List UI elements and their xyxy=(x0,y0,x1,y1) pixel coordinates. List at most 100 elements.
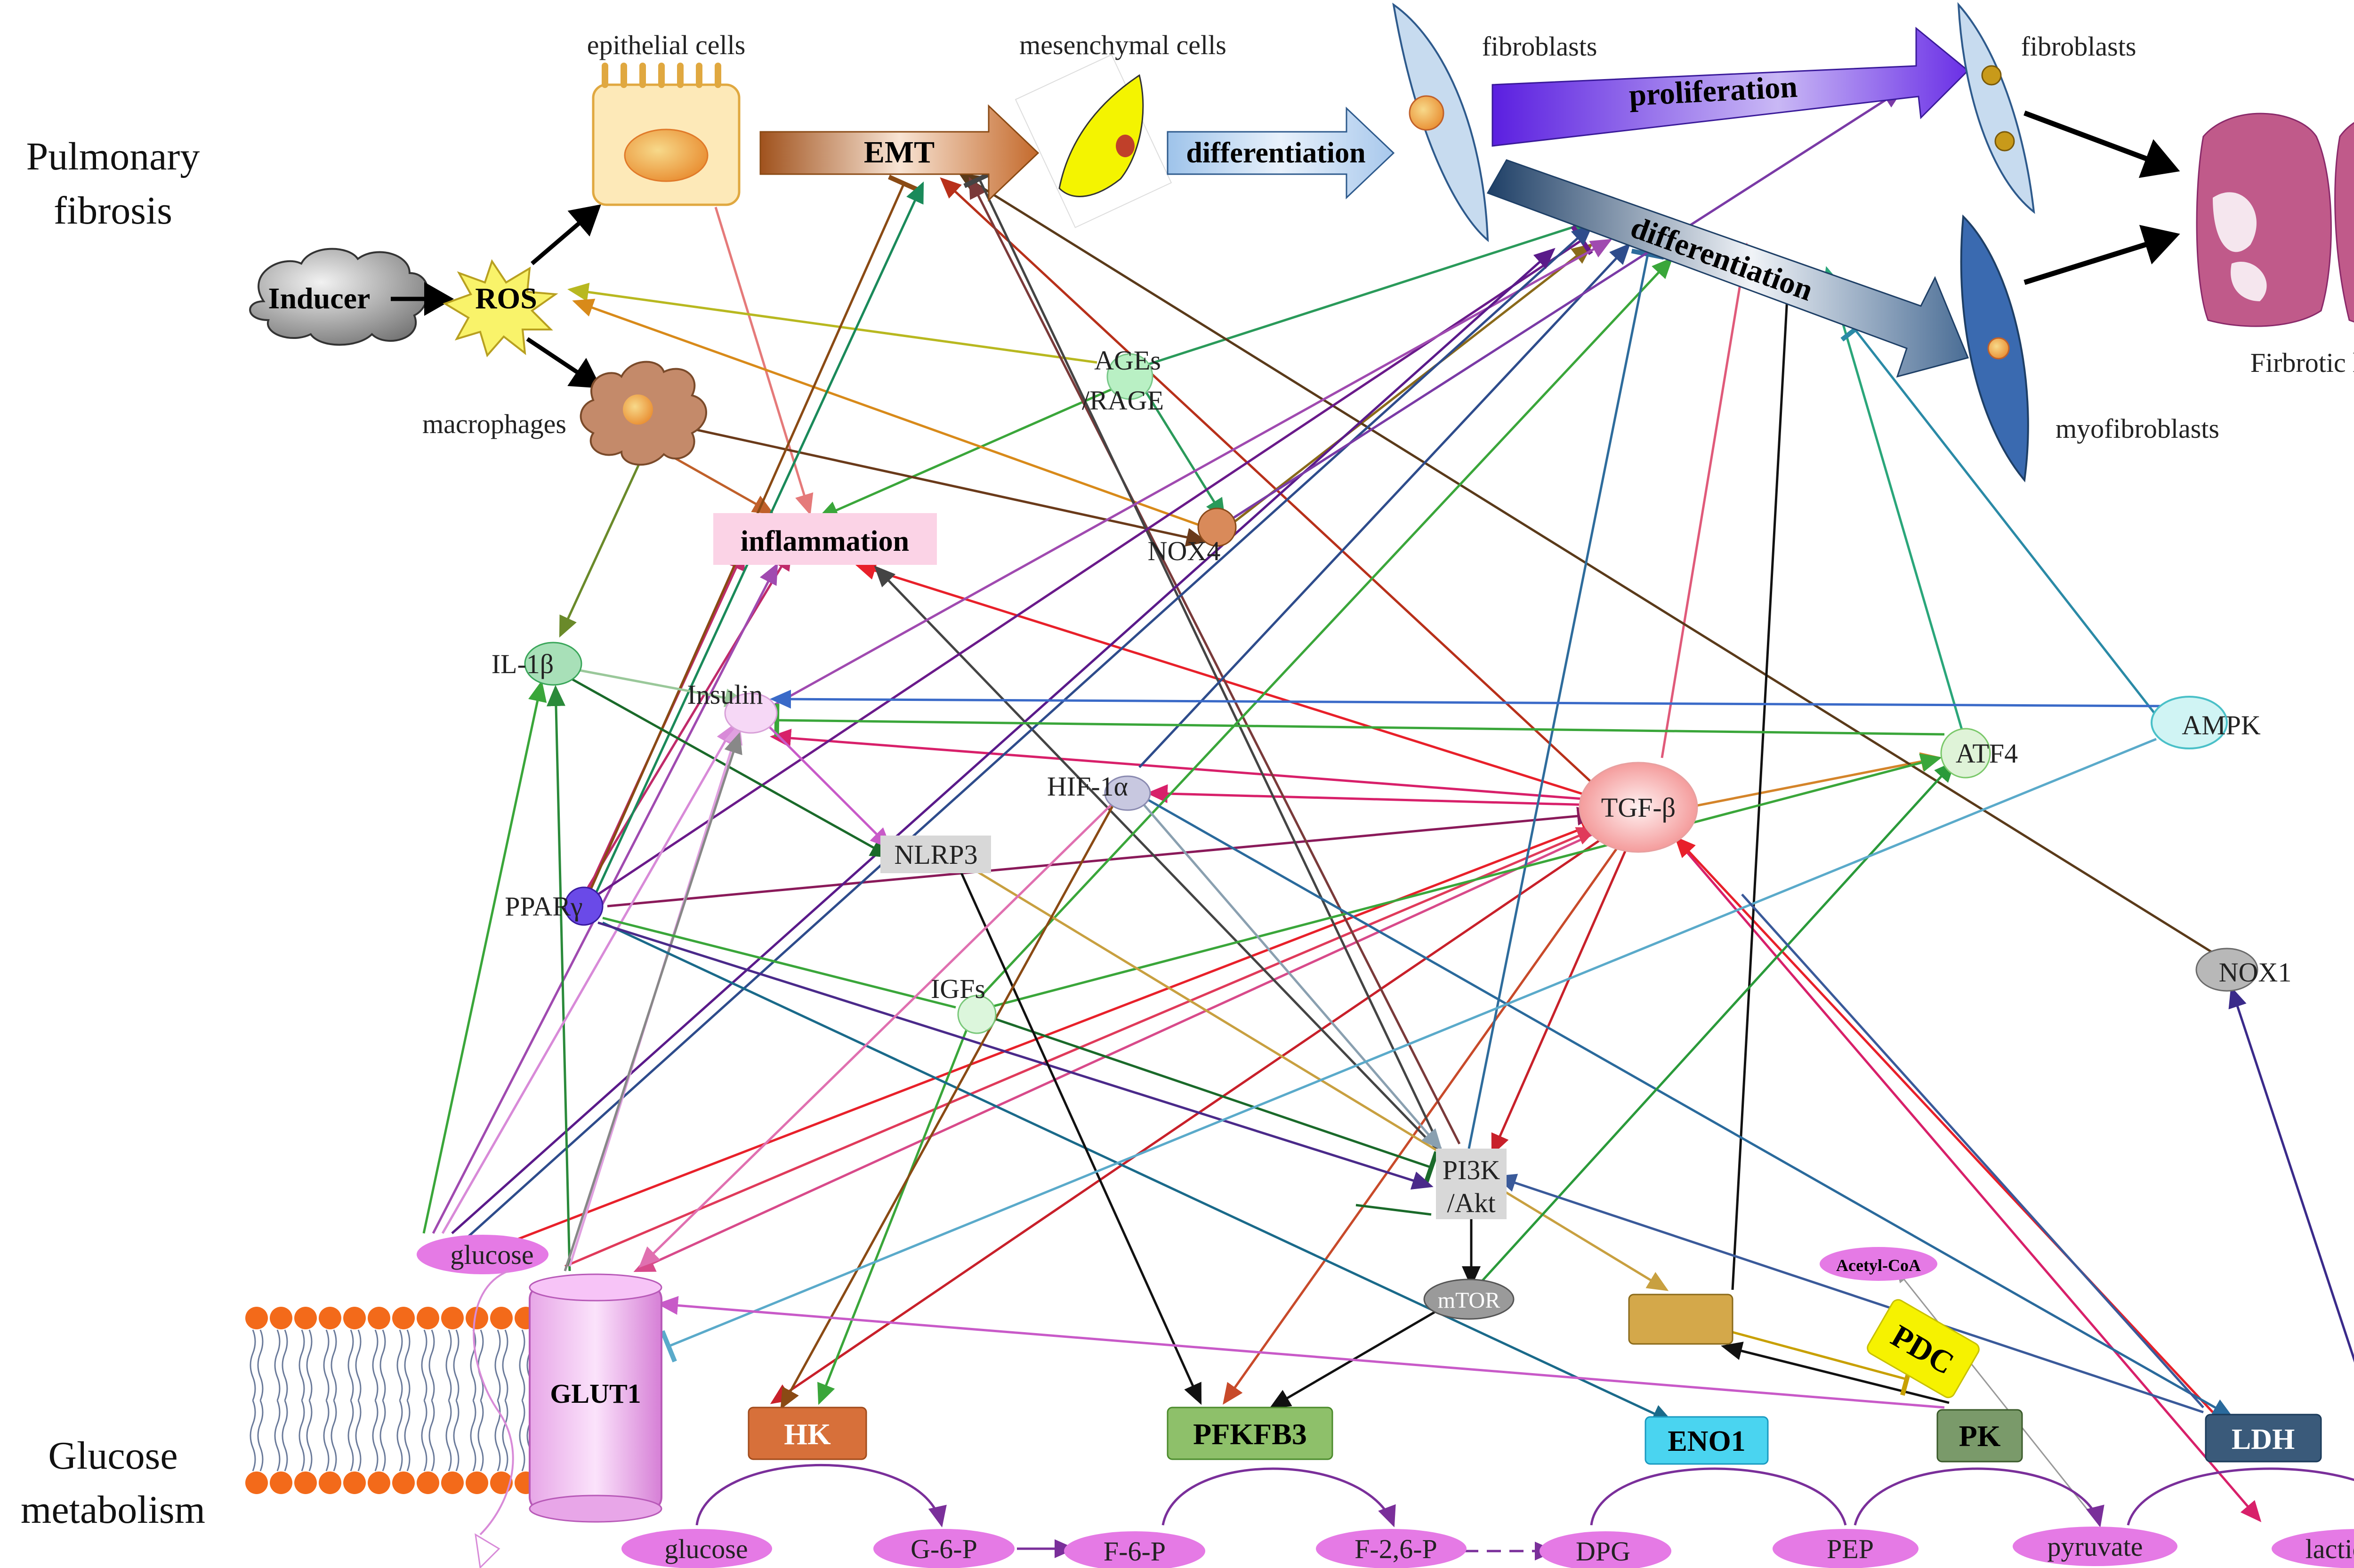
pi3k-label-2: /Akt xyxy=(1447,1188,1495,1218)
pi3k-label-1: PI3K xyxy=(1443,1155,1500,1185)
inducer-cloud: Inducer xyxy=(249,248,429,346)
metabolites: glucose G-6-P F-6-P F-2,6-P DPG PEP pyru… xyxy=(621,1527,2354,1568)
lipid-tail xyxy=(282,1329,288,1401)
edge-hif-glut xyxy=(638,804,1112,1268)
lipid-tail xyxy=(421,1329,427,1401)
lipid-head xyxy=(319,1472,341,1494)
lipid-head xyxy=(490,1472,513,1494)
edge-ages-nox4 xyxy=(1138,380,1225,520)
section-bottom-line2: metabolism xyxy=(21,1488,205,1532)
lipid-tail xyxy=(453,1329,460,1401)
edge-epi-inflammation xyxy=(714,207,814,515)
igfs-label: IGFs xyxy=(931,973,985,1004)
lipid-tail xyxy=(519,1400,525,1472)
lipid-tail xyxy=(502,1400,508,1472)
metabolite-f26p: F-2,6-P xyxy=(1316,1529,1467,1568)
edge-lactic-nox1 xyxy=(2228,986,2354,1363)
lipid-tail xyxy=(250,1329,256,1401)
acetyl-coa-label: Acetyl-CoA xyxy=(1836,1256,1921,1275)
atf4-node: ATF4 xyxy=(1940,728,2018,779)
lipid-tail xyxy=(477,1400,484,1472)
edge-tgfb-atf4 xyxy=(1676,752,1942,811)
fibroblast-cell-2: fibroblasts xyxy=(1957,2,2136,214)
edge-nox4-fibro xyxy=(1233,88,1904,519)
lipid-head xyxy=(466,1472,488,1494)
arrow-ros-macrophage xyxy=(526,337,602,388)
edge-tgfb-lactic xyxy=(1666,828,2262,1522)
metabolite-pyruvate: pyruvate xyxy=(2013,1527,2177,1566)
edge-atf4-insulin xyxy=(774,703,1945,737)
tgfb-label: TGF-β xyxy=(1601,792,1676,823)
edge-glucose-pi3k xyxy=(1355,1204,1432,1216)
lipid-tail xyxy=(274,1329,281,1401)
mesenchymal-label: mesenchymal cells xyxy=(1019,30,1226,60)
hk-enzyme: HK xyxy=(748,1407,867,1460)
mtor-node: mTOR xyxy=(1423,1279,1515,1320)
nlrp3-node: NLRP3 xyxy=(880,836,991,873)
metabolite-lactic-acid: lactic acid xyxy=(2272,1529,2354,1568)
fibroblasts-1-label: fibroblasts xyxy=(1482,31,1597,62)
edge-igf-pi3k xyxy=(988,1015,1439,1184)
lipid-tail xyxy=(379,1400,386,1472)
arc-dpg-pep xyxy=(1590,1467,1847,1526)
edge-tgfb-pfkfb3 xyxy=(1223,837,1626,1405)
metabolite-pep: PEP xyxy=(1773,1529,1919,1568)
lipid-head xyxy=(245,1307,268,1329)
pk-enzyme: PK xyxy=(1936,1409,2023,1463)
glut1-label: GLUT1 xyxy=(550,1378,641,1409)
edge-mtor-pfk xyxy=(1269,1307,1442,1409)
glucose-top-node: glucose xyxy=(417,1235,548,1274)
lipid-tail xyxy=(396,1329,403,1401)
eno1-enzyme: ENO1 xyxy=(1645,1416,1769,1465)
lipid-tail xyxy=(355,1329,362,1401)
edge-macro-il1b xyxy=(559,460,642,638)
lipid-tail xyxy=(331,1329,337,1401)
edge-il1b-insulin xyxy=(569,667,746,708)
edge-igf-diff xyxy=(978,257,1673,999)
lipid-tail xyxy=(445,1400,452,1472)
ampk-node: AMPK xyxy=(2151,696,2261,749)
ampk-label: AMPK xyxy=(2182,710,2261,740)
lipid-head xyxy=(441,1472,464,1494)
lipid-tail xyxy=(404,1329,411,1401)
lipid-tail xyxy=(257,1400,264,1472)
inflammation-label: inflammation xyxy=(741,525,909,557)
pfkfb3-label: PFKFB3 xyxy=(1193,1417,1307,1451)
edge-il1b-nlrp3 xyxy=(569,676,892,858)
edge-glucose-inflammation xyxy=(432,563,778,1234)
arc-f6p-f26p xyxy=(1161,1467,1396,1528)
lipid-head xyxy=(270,1307,292,1329)
emt-process-arrow: EMT xyxy=(759,104,1040,202)
lipid-head xyxy=(294,1472,317,1494)
lipid-head xyxy=(245,1472,268,1494)
metabolite-f26p-label: F-2,6-P xyxy=(1354,1534,1437,1564)
inflammation-node: inflammation xyxy=(713,513,937,565)
lipid-tail xyxy=(428,1329,435,1401)
pfkfb3-enzyme: PFKFB3 xyxy=(1167,1407,1333,1460)
lipid-tail xyxy=(323,1329,330,1401)
lipid-head xyxy=(490,1307,513,1329)
edge-ppar-pfk xyxy=(597,921,1434,1190)
edge-glucose-diff xyxy=(460,224,1593,1244)
lipid-tail xyxy=(306,1329,313,1401)
lipid-head xyxy=(368,1307,390,1329)
edge-hif-pi3k xyxy=(1143,804,1443,1150)
lipid-tail xyxy=(519,1329,525,1401)
edge-hif-hk xyxy=(780,799,1117,1410)
edge-tgfb-pi3k xyxy=(1491,842,1630,1156)
differentiation-1-label: differentiation xyxy=(1186,137,1365,169)
edge-ages-diff xyxy=(1139,218,1594,369)
metabolite-g6p: G-6-P xyxy=(873,1529,1015,1568)
section-top-line1: Pulmonary xyxy=(26,135,200,178)
lipid-tail xyxy=(494,1329,501,1401)
macrophages-label: macrophages xyxy=(422,409,566,439)
lipid-head xyxy=(417,1472,439,1494)
lipid-tail xyxy=(396,1400,403,1472)
mesenchymal-cell: mesenchymal cells xyxy=(1015,30,1226,228)
lipid-head xyxy=(466,1307,488,1329)
lipid-head xyxy=(343,1307,366,1329)
edge-ppar-igf xyxy=(602,917,956,1009)
lipid-tail xyxy=(404,1400,411,1472)
lipid-tail xyxy=(453,1400,460,1472)
